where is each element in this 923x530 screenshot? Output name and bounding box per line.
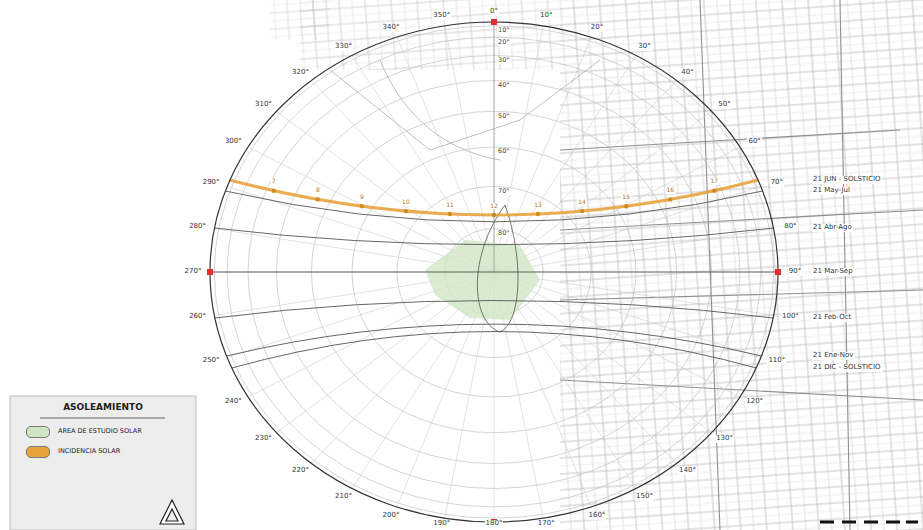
- date-label: 21 Mar-Sep: [812, 268, 854, 276]
- azimuth-label: 260°: [188, 313, 207, 321]
- altitude-label: 60°: [497, 148, 511, 155]
- date-label: 21 Feb-Oct: [812, 314, 852, 322]
- hour-label: 17: [709, 178, 719, 185]
- hour-label: 9: [359, 194, 365, 201]
- azimuth-label: 350°: [432, 12, 451, 20]
- altitude-label: 70°: [497, 188, 511, 195]
- azimuth-label: 220°: [291, 467, 310, 475]
- date-label: 21 JUN - SOLSTICIO: [812, 176, 882, 184]
- hour-label: 10: [401, 199, 411, 206]
- azimuth-label: 0°: [489, 8, 499, 16]
- azimuth-label: 190°: [432, 520, 451, 528]
- azimuth-label: 250°: [202, 357, 221, 365]
- date-label: 21 Ene-Nov: [812, 352, 855, 360]
- legend-text: AREA DE ESTUDIO SOLAR: [58, 428, 142, 435]
- azimuth-label: 340°: [382, 24, 401, 32]
- azimuth-label: 270°: [184, 268, 203, 276]
- legend-title: ASOLEAMIENTO: [63, 403, 143, 413]
- legend-panel: [10, 396, 196, 530]
- azimuth-label: 160°: [588, 512, 607, 520]
- altitude-label: 20°: [497, 39, 511, 46]
- altitude-axis: [494, 22, 495, 272]
- scale-bar: [820, 521, 918, 524]
- azimuth-label: 230°: [254, 435, 273, 443]
- legend-swatch: [26, 426, 50, 438]
- azimuth-label: 100°: [781, 313, 800, 321]
- azimuth-label: 150°: [635, 493, 654, 501]
- cardinal-marks: [207, 19, 781, 525]
- azimuth-label: 110°: [767, 357, 786, 365]
- hour-label: 15: [621, 194, 631, 201]
- legend-rule: [40, 418, 165, 419]
- hour-label: 16: [665, 187, 675, 194]
- azimuth-label: 10°: [539, 12, 553, 20]
- altitude-label: 10°: [497, 27, 511, 34]
- azimuth-label: 290°: [202, 179, 221, 187]
- azimuth-label: 280°: [188, 223, 207, 231]
- horizon-circle: [210, 22, 778, 522]
- azimuth-label: 30°: [637, 43, 651, 51]
- legend-swatch: [26, 446, 50, 458]
- azimuth-label: 310°: [254, 101, 273, 109]
- azimuth-lines: [210, 22, 778, 522]
- azimuth-label: 300°: [224, 138, 243, 146]
- azimuth-label: 70°: [770, 179, 784, 187]
- altitude-label: 30°: [497, 57, 511, 64]
- azimuth-label: 330°: [334, 43, 353, 51]
- hour-label: 12: [489, 203, 499, 210]
- azimuth-label: 90°: [788, 268, 802, 276]
- azimuth-label: 210°: [334, 493, 353, 501]
- date-label: 21 Abr-Ago: [812, 224, 853, 232]
- date-label: 21 DIC - SOLSTICIO: [812, 364, 882, 372]
- azimuth-label: 180°: [485, 520, 504, 528]
- azimuth-label: 240°: [224, 398, 243, 406]
- hour-label: 11: [445, 202, 455, 209]
- legend-text: INCIDENCIA SOLAR: [58, 448, 120, 455]
- azimuth-label: 20°: [590, 24, 604, 32]
- azimuth-label: 120°: [745, 398, 764, 406]
- hour-label: 8: [315, 187, 321, 194]
- altitude-label: 80°: [497, 230, 511, 237]
- azimuth-label: 40°: [680, 69, 694, 77]
- azimuth-label: 80°: [783, 223, 797, 231]
- azimuth-label: 320°: [291, 69, 310, 77]
- hour-label: 14: [577, 199, 587, 206]
- azimuth-label: 140°: [678, 467, 697, 475]
- azimuth-label: 200°: [382, 512, 401, 520]
- azimuth-label: 170°: [537, 520, 556, 528]
- north-arrow: [160, 500, 184, 524]
- azimuth-label: 60°: [747, 138, 761, 146]
- city-map: [270, 0, 923, 530]
- azimuth-label: 50°: [717, 101, 731, 109]
- altitude-label: 50°: [497, 113, 511, 120]
- hour-label: 7: [271, 178, 277, 185]
- altitude-label: 40°: [497, 82, 511, 89]
- hour-label: 13: [533, 202, 543, 209]
- azimuth-label: 130°: [715, 435, 734, 443]
- date-label: 21 May-Jul: [812, 187, 851, 195]
- analemma-loop: [477, 205, 518, 332]
